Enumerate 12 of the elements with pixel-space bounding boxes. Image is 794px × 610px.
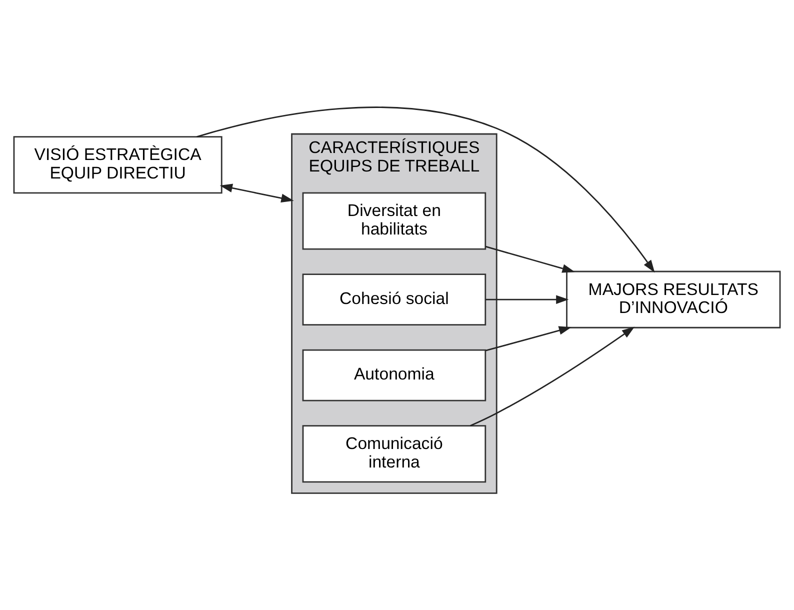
node-box: VISIÓ ESTRATÈGICA EQUIP DIRECTIU — [13, 136, 222, 194]
node-box: Autonomia — [302, 348, 486, 401]
arrow — [486, 245, 575, 272]
arrow — [486, 326, 572, 351]
node-box: Cohesió social — [302, 273, 486, 325]
arrow — [470, 326, 635, 426]
arrow — [220, 183, 294, 202]
arrow — [486, 294, 569, 304]
node-box: Diversitat en habilitats — [302, 192, 486, 250]
arrow — [196, 106, 655, 272]
node-box: Comunicació interna — [302, 424, 486, 482]
node-box: MAJORS RESULTATS D’INNOVACIÓ — [566, 270, 781, 328]
